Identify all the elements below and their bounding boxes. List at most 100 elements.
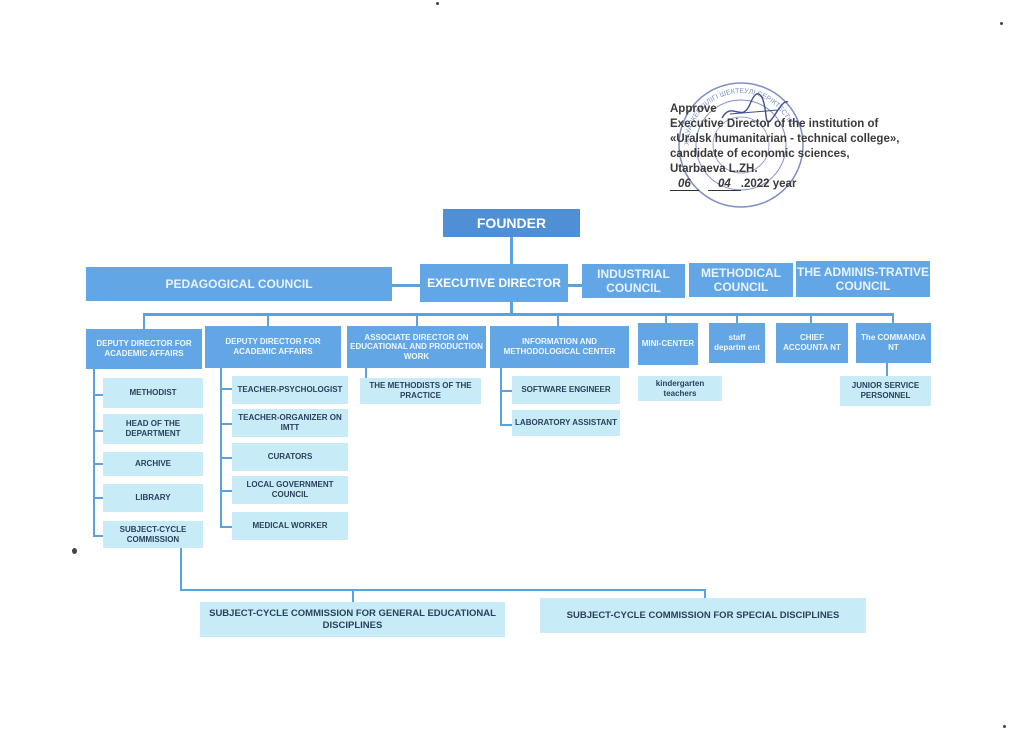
date-day: 06 (670, 178, 699, 191)
connector-line (220, 368, 222, 528)
connector-line (220, 490, 232, 492)
deputy-director-academic-1-label: DEPUTY DIRECTOR FOR ACADEMIC AFFAIRS (96, 339, 192, 358)
commandant-label: The COMMANDA NT (861, 333, 926, 352)
connector-line (220, 457, 232, 459)
commandant-box: The COMMANDA NT (856, 323, 931, 363)
teacher-psychologist-label: TEACHER-PSYCHOLOGIST (237, 385, 343, 395)
connector-line (220, 526, 232, 528)
connector-line (892, 313, 894, 323)
connector-line (510, 301, 513, 315)
general-disciplines-commission-box: SUBJECT-CYCLE COMMISSION FOR GENERAL EDU… (200, 602, 505, 637)
industrial-council-box: INDUSTRIAL COUNCIL (582, 264, 685, 298)
info-method-center-label: INFORMATION AND METHODOLOGICAL CENTER (503, 337, 616, 356)
pedagogical-council-label: PEDAGOGICAL COUNCIL (165, 276, 313, 291)
connector-line (180, 589, 706, 591)
connector-line (93, 368, 95, 537)
junior-service-personnel-label: JUNIOR SERVICE PERSONNEL (851, 381, 920, 400)
teacher-organizer-box: TEACHER-ORGANIZER ON IMTT (232, 409, 348, 437)
connector-line (500, 424, 512, 426)
scan-speck (436, 2, 439, 5)
staff-department-box: staff departm ent (709, 323, 765, 363)
library-box: LIBRARY (103, 484, 203, 512)
approver-title: Executive Director of the institution of (670, 118, 879, 130)
medical-worker-label: MEDICAL WORKER (252, 521, 328, 531)
connector-line (220, 423, 232, 425)
connector-line (220, 388, 232, 390)
curators-label: CURATORS (267, 452, 313, 462)
deputy-director-academic-1-box: DEPUTY DIRECTOR FOR ACADEMIC AFFAIRS (86, 329, 202, 369)
mini-center-label: MINI-CENTER (641, 339, 695, 349)
archive-label: ARCHIVE (134, 459, 171, 469)
signature (721, 93, 789, 123)
connector-line (390, 284, 420, 287)
executive-director-label: EXECUTIVE DIRECTOR (427, 275, 561, 290)
date-year: .2022 year (740, 178, 797, 190)
approver-name: Utarbaeva L.ZH. (670, 163, 758, 175)
executive-director-box: EXECUTIVE DIRECTOR (420, 264, 568, 302)
info-method-center-box: INFORMATION AND METHODOLOGICAL CENTER (490, 326, 629, 368)
scan-speck (72, 548, 77, 554)
methodists-of-practice-box: THE METHODISTS OF THE PRACTICE (360, 378, 481, 404)
connector-line (93, 535, 103, 537)
seal-stamp: ЖАУАПКЕРШІЛІГІ ШЕКТЕУЛІ СЕРІКТЕСТІГІ (678, 82, 804, 208)
methodist-box: METHODIST (103, 378, 203, 408)
institution-name: «Uralsk humanitarian - technical college… (670, 133, 900, 145)
connector-line (180, 547, 182, 591)
chief-accountant-box: CHIEF ACCOUNTA NT (776, 323, 848, 363)
deputy-director-academic-2-box: DEPUTY DIRECTOR FOR ACADEMIC AFFAIRS (205, 326, 341, 368)
associate-director-label: ASSOCIATE DIRECTOR ON EDUCATIONAL AND PR… (350, 332, 483, 361)
connector-line (510, 236, 513, 264)
subject-cycle-commission-label: SUBJECT-CYCLE COMMISSION (119, 524, 187, 544)
connector-line (365, 368, 367, 378)
general-disciplines-commission-label: SUBJECT-CYCLE COMMISSION FOR GENERAL EDU… (209, 608, 496, 631)
connector-line (568, 284, 582, 287)
approver-degree: candidate of economic sciences, (670, 148, 850, 160)
local-government-council-label: LOCAL GOVERNMENT COUNCIL (246, 480, 334, 499)
connector-line (736, 313, 738, 323)
connector-line (93, 497, 103, 499)
methodical-council-box: METHODICAL COUNCIL (689, 263, 793, 297)
chief-accountant-label: CHIEF ACCOUNTA NT (783, 333, 841, 352)
connector-line (500, 390, 512, 392)
founder-label: FOUNDER (476, 214, 547, 231)
connector-line (93, 394, 103, 396)
teacher-organizer-label: TEACHER-ORGANIZER ON IMTT (238, 413, 342, 432)
methodist-label: METHODIST (129, 388, 177, 398)
special-disciplines-commission-box: SUBJECT-CYCLE COMMISSION FOR SPECIAL DIS… (540, 598, 866, 633)
administrative-council-box: THE ADMINIS-TRATIVE COUNCIL (796, 261, 930, 297)
connector-line (352, 589, 354, 603)
subject-cycle-commission-box: SUBJECT-CYCLE COMMISSION (103, 521, 203, 548)
teacher-psychologist-box: TEACHER-PSYCHOLOGIST (232, 376, 348, 404)
approval-date: 06 04.2022 year (670, 177, 970, 192)
mini-center-box: MINI-CENTER (638, 323, 698, 365)
methodical-council-label: METHODICAL COUNCIL (701, 265, 781, 294)
connector-line (143, 313, 145, 329)
junior-service-personnel-box: JUNIOR SERVICE PERSONNEL (840, 376, 931, 406)
founder-box: FOUNDER (443, 209, 580, 237)
laboratory-assistant-label: LABORATORY ASSISTANT (515, 418, 617, 428)
kindergarten-teachers-label: kindergarten teachers (655, 378, 705, 398)
archive-box: ARCHIVE (103, 452, 203, 476)
connector-line (704, 589, 706, 599)
special-disciplines-commission-label: SUBJECT-CYCLE COMMISSION FOR SPECIAL DIS… (566, 609, 840, 621)
software-engineer-label: SOFTWARE ENGINEER (521, 385, 611, 395)
industrial-council-label: INDUSTRIAL COUNCIL (597, 266, 670, 295)
head-of-department-label: HEAD OF THE DEPARTMENT (125, 419, 181, 438)
medical-worker-box: MEDICAL WORKER (232, 512, 348, 540)
associate-director-box: ASSOCIATE DIRECTOR ON EDUCATIONAL AND PR… (347, 326, 486, 368)
connector-line (416, 313, 418, 326)
connector-line (500, 368, 502, 426)
connector-line (886, 363, 888, 377)
connector-line (93, 463, 103, 465)
laboratory-assistant-box: LABORATORY ASSISTANT (512, 410, 620, 436)
kindergarten-teachers-box: kindergarten teachers (638, 376, 722, 401)
scan-speck (1000, 22, 1003, 25)
approve-label: Approve (670, 103, 717, 115)
approval-block: Approve Executive Director of the instit… (670, 102, 970, 192)
local-government-council-box: LOCAL GOVERNMENT COUNCIL (232, 476, 348, 504)
administrative-council-label: THE ADMINIS-TRATIVE COUNCIL (797, 264, 929, 293)
connector-line (557, 313, 559, 326)
scan-speck (1003, 725, 1006, 728)
date-month: 04 (708, 178, 741, 191)
staff-department-label: staff departm ent (714, 333, 760, 352)
